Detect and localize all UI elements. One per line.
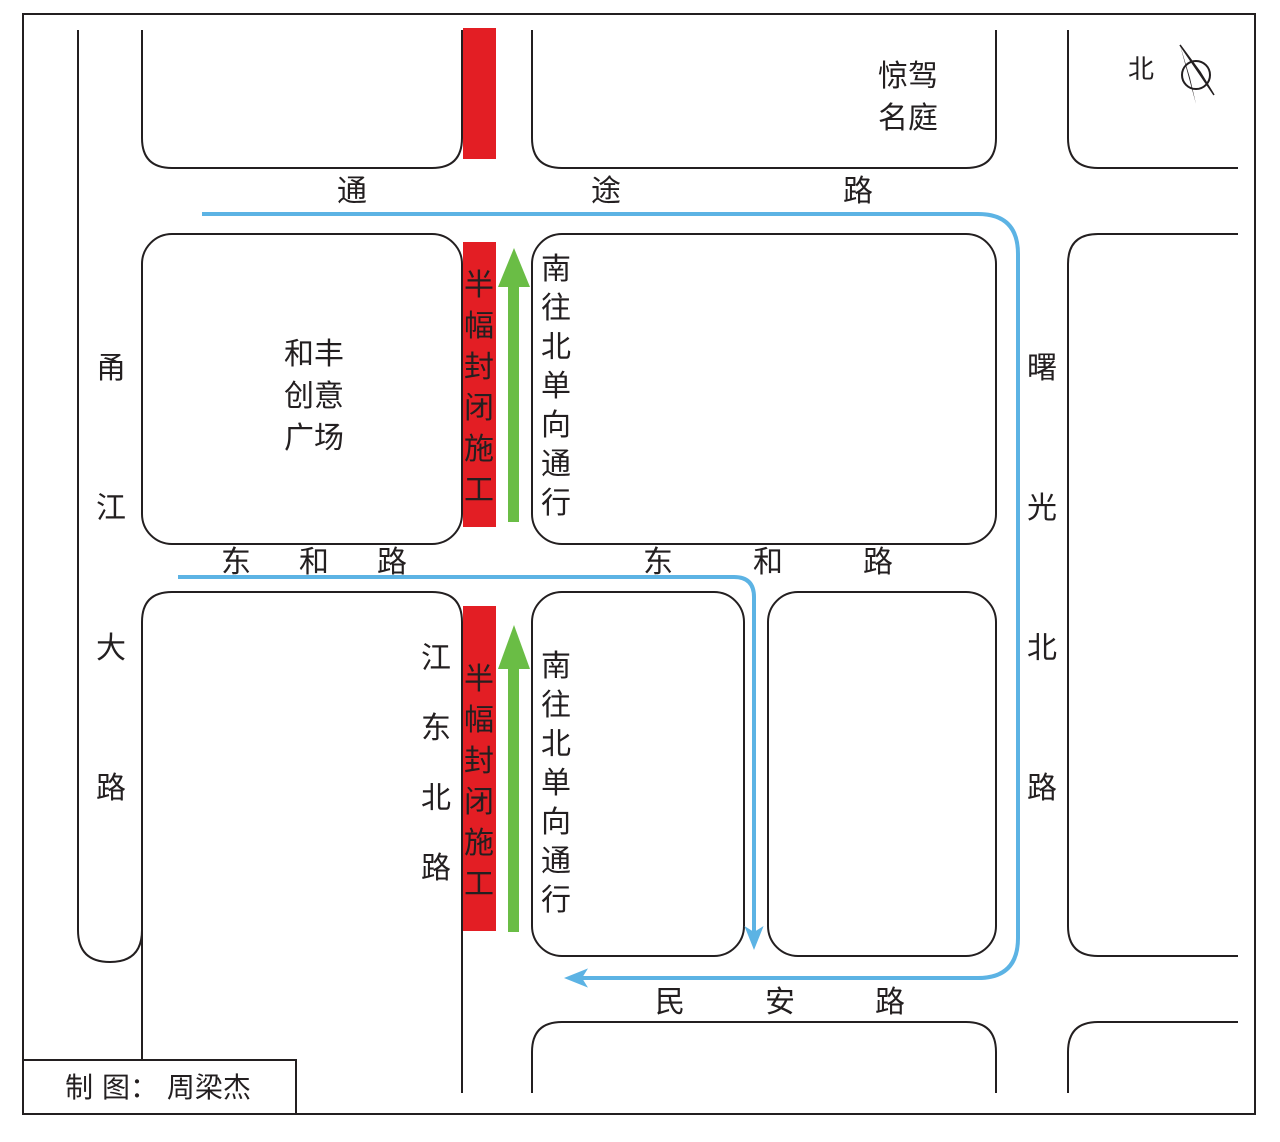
oneway-char: 通 — [541, 844, 571, 879]
oneway-char: 行 — [541, 486, 571, 521]
road-label-yongjiang-3: 大 — [96, 631, 126, 666]
closure-char: 半 — [464, 662, 494, 697]
closure-char: 施 — [464, 432, 494, 467]
oneway-char: 向 — [541, 805, 571, 840]
road-label-minan-1: 民 — [655, 985, 685, 1020]
place-label-hefeng-2: 创意 — [284, 379, 344, 414]
road-label-minan-3: 路 — [875, 985, 905, 1020]
block-east — [1067, 233, 1238, 957]
road-label-donghe-west-3: 路 — [377, 545, 407, 580]
oneway-arrows — [498, 248, 530, 932]
oneway-char: 北 — [541, 330, 571, 365]
oneway-arrow-shaft-south — [508, 667, 519, 932]
closure-char: 幅 — [464, 309, 494, 344]
detour-route-donghe — [178, 575, 764, 950]
oneway-arrow-head-north — [498, 248, 530, 287]
oneway-char: 北 — [541, 727, 571, 762]
closure-bar-middle — [463, 242, 496, 527]
oneway-char: 行 — [541, 883, 571, 918]
oneway-label-middle: 南 往 北 单 向 通 行 — [541, 252, 571, 521]
road-label-jiangdong-4: 路 — [421, 851, 451, 886]
road-label-shuguang-1: 曙 — [1027, 351, 1057, 386]
block-northeast — [1067, 30, 1238, 169]
oneway-char: 往 — [541, 688, 571, 723]
closure-char: 闭 — [464, 785, 494, 820]
oneway-char: 南 — [541, 252, 571, 287]
block-bottom-center — [531, 1021, 997, 1093]
place-label-hefeng-1: 和丰 — [284, 337, 344, 372]
road-label-yongjiang-1: 甬 — [96, 351, 126, 386]
road-label-tongtu-3: 路 — [843, 174, 873, 209]
oneway-char: 单 — [541, 369, 571, 404]
oneway-char: 通 — [541, 447, 571, 482]
block-center — [531, 233, 997, 545]
block-bottom-east — [1067, 1021, 1238, 1093]
road-label-donghe-west-2: 和 — [299, 545, 329, 580]
closure-char: 封 — [464, 350, 494, 385]
block-south-a — [531, 591, 745, 957]
closure-char: 闭 — [464, 391, 494, 426]
road-label-minan-2: 安 — [765, 985, 795, 1020]
map-credit: 制 图： 周梁杰 — [65, 1071, 251, 1104]
block-northwest — [141, 30, 463, 169]
closure-label-middle: 半 幅 封 闭 施 工 — [464, 268, 494, 508]
oneway-char: 向 — [541, 408, 571, 443]
detour-route-tongtu-shuguang-minan — [202, 212, 1020, 988]
compass-north-label: 北 — [1128, 55, 1154, 85]
map-frame — [22, 13, 1256, 1115]
closure-char: 工 — [464, 473, 494, 508]
closure-char: 幅 — [464, 703, 494, 738]
road-label-tongtu-1: 通 — [337, 174, 367, 209]
oneway-label-south: 南 往 北 单 向 通 行 — [541, 649, 571, 918]
block-south-b — [767, 591, 997, 957]
oneway-char: 往 — [541, 291, 571, 326]
road-label-yongjiang-4: 路 — [96, 771, 126, 806]
credit-box — [22, 1059, 297, 1115]
closure-char: 封 — [464, 744, 494, 779]
closure-bar-north — [463, 28, 496, 159]
road-label-donghe-east-3: 路 — [863, 545, 893, 580]
block-southwest — [141, 591, 463, 1093]
road-label-jiangdong-3: 北 — [421, 781, 451, 816]
road-label-jiangdong-2: 东 — [421, 711, 451, 746]
place-label-hefeng-3: 广场 — [284, 421, 344, 456]
closure-char: 半 — [464, 268, 494, 303]
road-label-jiangdong-1: 江 — [421, 641, 451, 676]
closure-label-south: 半 幅 封 闭 施 工 — [464, 662, 494, 902]
oneway-arrow-shaft-north — [508, 285, 519, 522]
road-label-shuguang-2: 光 — [1027, 491, 1057, 526]
closure-char: 工 — [464, 867, 494, 902]
road-label-yongjiang-2: 江 — [96, 491, 126, 526]
block-hefeng — [141, 233, 463, 545]
road-label-donghe-west-1: 东 — [221, 545, 251, 580]
closure-char: 施 — [464, 826, 494, 861]
oneway-arrow-head-south — [498, 625, 530, 669]
closure-bar-south — [463, 606, 496, 931]
road-label-donghe-east-2: 和 — [753, 545, 783, 580]
oneway-char: 单 — [541, 766, 571, 801]
block-jingjia — [531, 30, 997, 169]
oneway-char: 南 — [541, 649, 571, 684]
road-label-shuguang-3: 北 — [1027, 631, 1057, 666]
place-label-jingjia-1: 惊驾 — [878, 59, 938, 94]
north-arrow-icon — [1179, 44, 1215, 104]
place-label-jingjia-2: 名庭 — [878, 101, 938, 136]
road-label-donghe-east-1: 东 — [643, 545, 673, 580]
yongjiang-road-west-edge — [77, 30, 143, 964]
road-label-shuguang-4: 路 — [1027, 771, 1057, 806]
road-label-tongtu-2: 途 — [591, 174, 621, 209]
